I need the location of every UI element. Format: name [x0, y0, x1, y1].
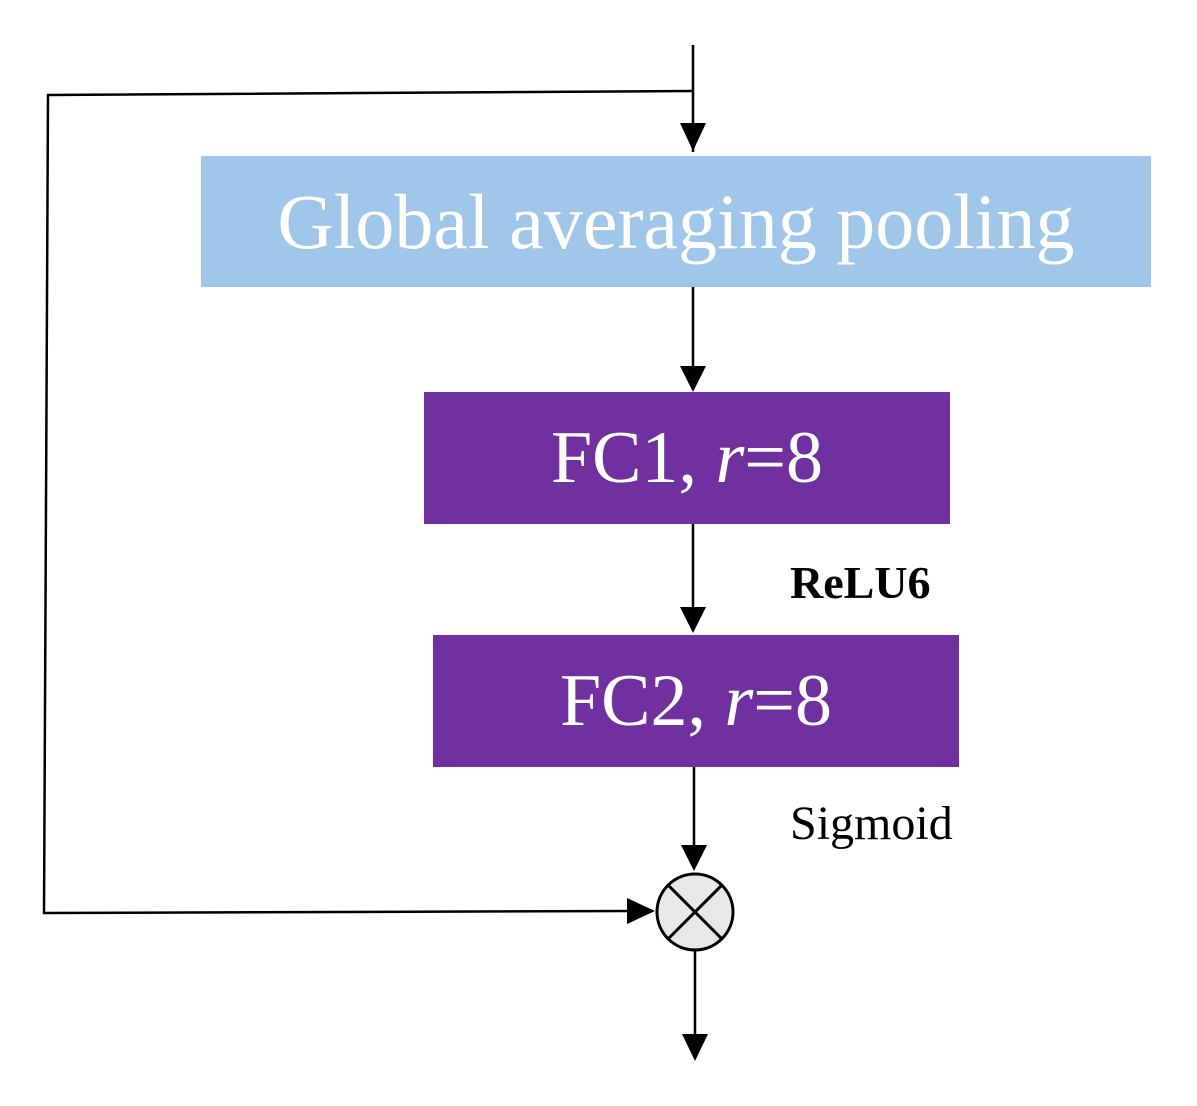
fc2-box: FC2, r=8	[433, 635, 959, 767]
skip-connection-line	[42, 89, 694, 915]
gap-to-fc1-arrow-head	[680, 366, 706, 392]
sigmoid-activation-label: Sigmoid	[790, 797, 953, 850]
fc2-param-symbol: r	[724, 659, 754, 742]
output-arrow-head	[682, 1034, 708, 1061]
fc1-to-fc2-arrow-head	[680, 607, 706, 633]
circled-times-icon	[655, 872, 735, 952]
global-pooling-box: Global averaging pooling	[201, 156, 1151, 287]
fc1-param-value: =8	[744, 416, 824, 499]
fc1-param-symbol: r	[715, 416, 745, 499]
fc2-name: FC2,	[559, 659, 725, 742]
fc1-name: FC1,	[550, 416, 716, 499]
skip-connection-arrow-head	[627, 898, 655, 924]
fc2-to-multiply-arrow-head	[681, 845, 707, 871]
global-pooling-box-bg	[201, 156, 1151, 287]
input-arrow-head	[680, 123, 706, 151]
fc2-param-value: =8	[753, 659, 833, 742]
relu-activation-label: ReLU6	[790, 557, 931, 608]
fc1-box-bg	[424, 392, 950, 524]
global-pooling-label: Global averaging pooling	[277, 177, 1075, 265]
fc1-box: FC1, r=8	[424, 392, 950, 524]
fc2-box-bg	[433, 635, 959, 767]
